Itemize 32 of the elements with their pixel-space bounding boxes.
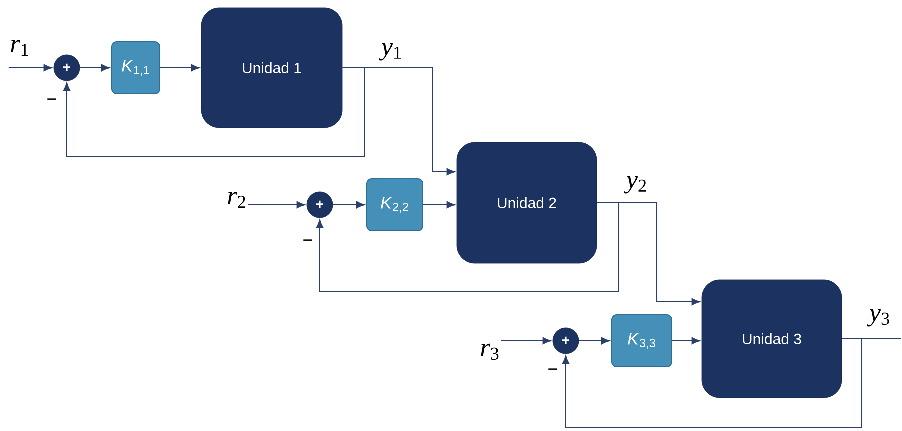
gain-box: K$_{3,3}$ — [612, 314, 672, 368]
process-box: Unidad 2 — [456, 142, 598, 264]
gain-box: K$_{2,2}$ — [366, 178, 424, 232]
edge-label: y$_{1}$ — [379, 43, 401, 61]
arrow — [248, 201, 306, 209]
arrow — [500, 337, 552, 345]
arrow — [160, 64, 200, 72]
minus-sign: − — [48, 98, 56, 100]
summing-junction: + — [306, 192, 334, 218]
minus-sign: − — [548, 368, 558, 370]
arrow — [332, 201, 366, 209]
arrow — [63, 68, 366, 158]
summing-junction: + — [552, 328, 580, 354]
signal-label: r$_{1}$ — [11, 40, 28, 56]
arrow — [8, 64, 52, 72]
process-box: Unidad 3 — [702, 280, 842, 398]
arrow — [578, 337, 610, 345]
arrow — [423, 201, 456, 209]
signal-label: r$_{3}$ — [481, 344, 499, 360]
arrow — [80, 64, 110, 72]
gain-box: K$_{1,1}$ — [112, 42, 160, 94]
arrow — [562, 338, 862, 428]
process-box: Unidad 1 — [201, 8, 343, 128]
arrow — [342, 68, 456, 176]
signal-label: r$_{2}$ — [228, 192, 246, 208]
edge-label: y$_{2}$ — [624, 176, 646, 194]
arrow — [596, 202, 700, 306]
arrow — [316, 202, 620, 292]
arrow — [672, 337, 700, 345]
minus-sign: − — [304, 240, 312, 241]
edge-label: y$_{3}$ — [867, 309, 890, 327]
summing-junction: + — [54, 54, 80, 82]
